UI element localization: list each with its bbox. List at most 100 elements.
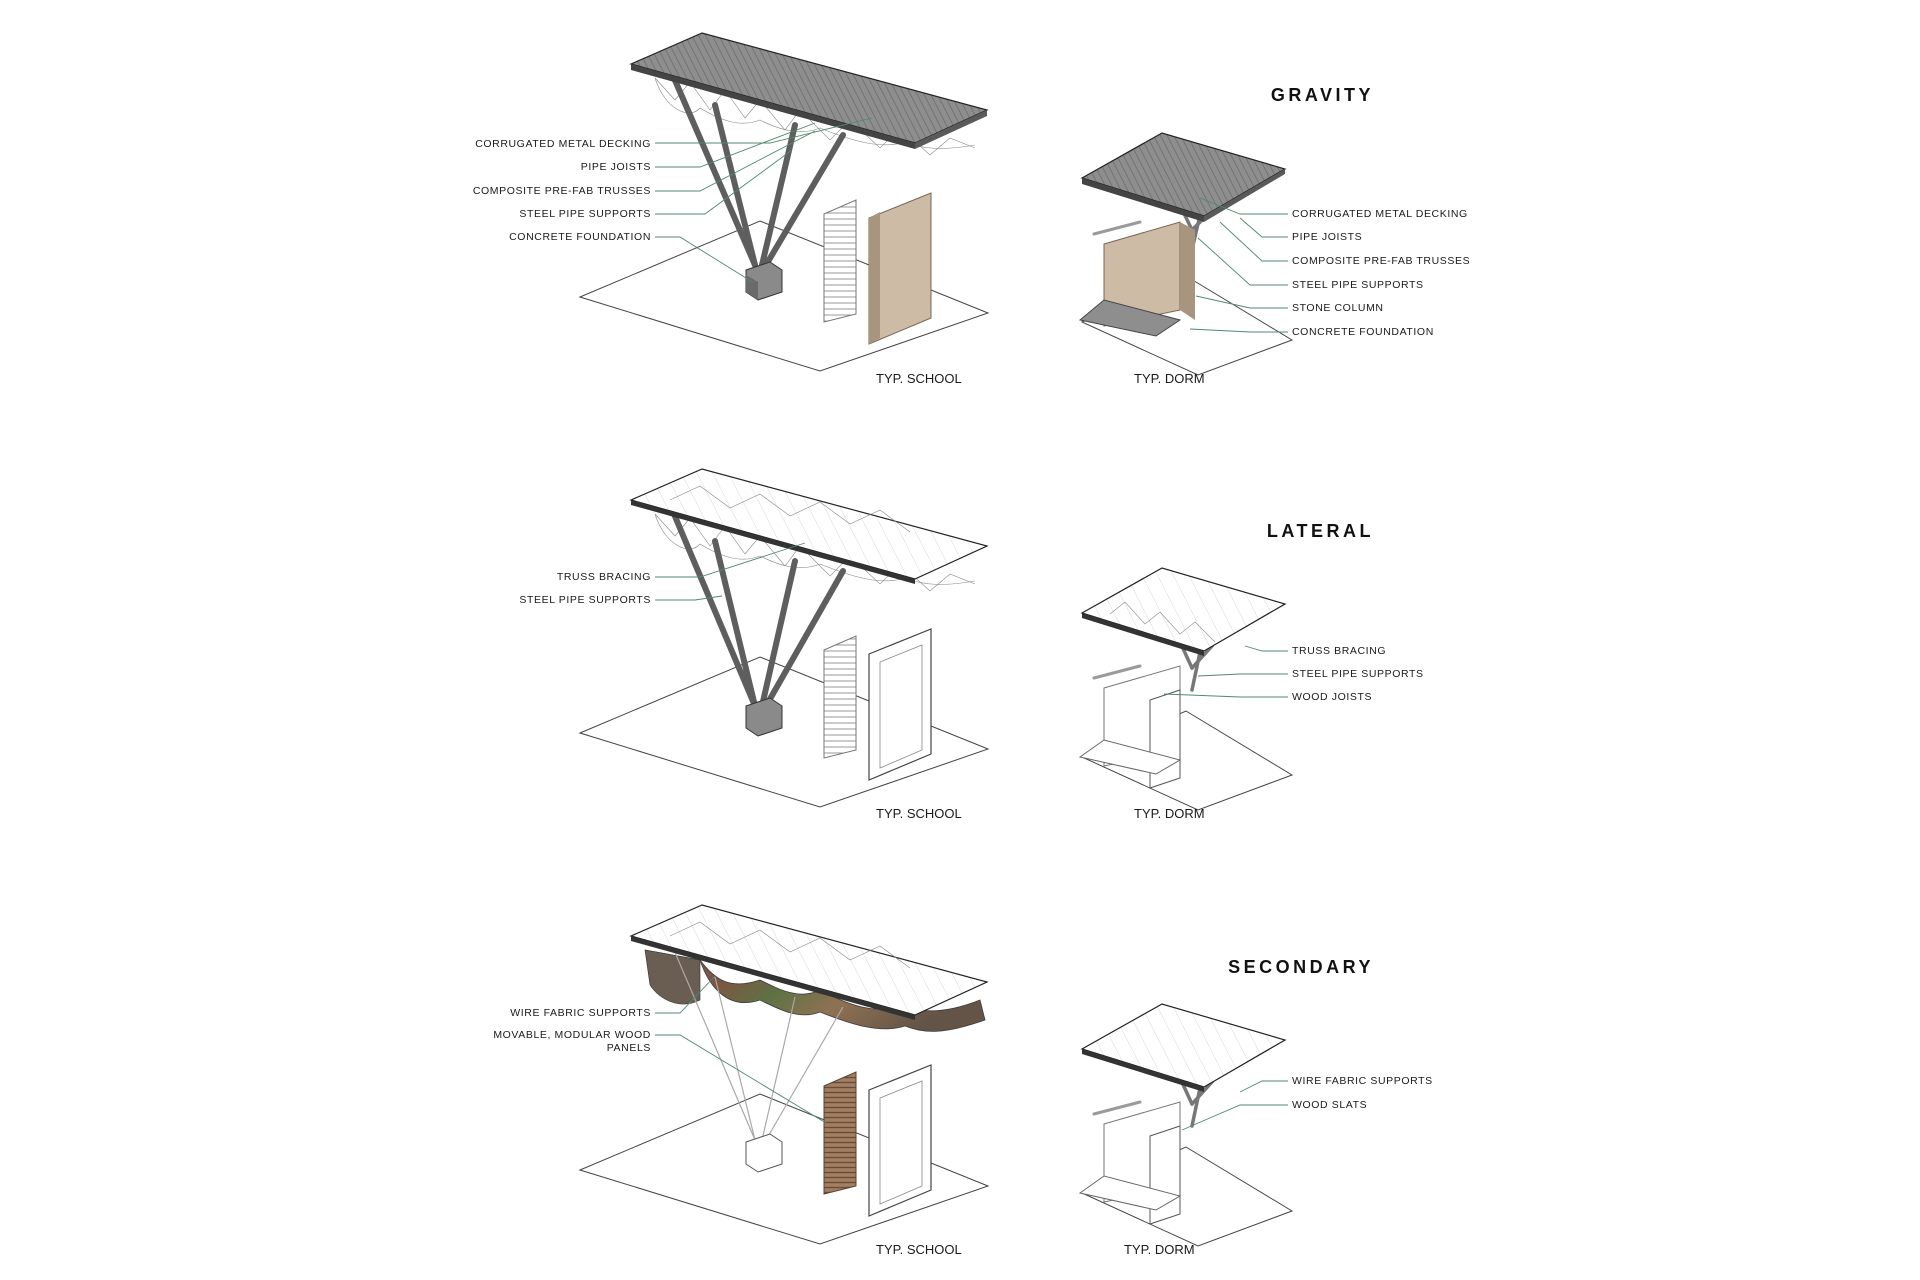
- lateral-dorm-diagram: TRUSS BRACING STEEL PIPE SUPPORTS WOOD J…: [1078, 567, 1424, 821]
- label-steel-pipe-supports: STEEL PIPE SUPPORTS: [519, 208, 651, 220]
- truss-bracing: [1109, 601, 1216, 643]
- label-panels: PANELS: [607, 1042, 651, 1054]
- gravity-section: GRAVITY: [473, 32, 1470, 386]
- wire-fabric-panel-end: [644, 949, 701, 1005]
- steel-pipe-support: [714, 976, 756, 1141]
- dorm-slab: [1078, 739, 1182, 775]
- leader-line: [1189, 328, 1288, 333]
- steel-pipe-support: [1190, 1086, 1202, 1128]
- steel-pipe-support: [712, 538, 758, 709]
- label-steel-pipe-supports: STEEL PIPE SUPPORTS: [1292, 668, 1424, 680]
- leader-line: [1197, 237, 1288, 286]
- door-opening: [879, 1080, 923, 1205]
- secondary-school-diagram: WIRE FABRIC SUPPORTS MOVABLE, MODULAR WO…: [493, 904, 990, 1257]
- steel-pipe-support: [1190, 1080, 1214, 1106]
- steel-pipe-support: [763, 132, 846, 268]
- stone-column-side: [1180, 222, 1195, 320]
- steel-pipe-support: [765, 1006, 844, 1141]
- caption-typ-school: TYP. SCHOOL: [876, 371, 962, 386]
- wood-slat: [1092, 1100, 1142, 1116]
- leader-line: [655, 236, 755, 284]
- steel-pipe-support: [673, 949, 756, 1141]
- ground-plane: [578, 1093, 990, 1245]
- concrete-foundation: [1078, 299, 1182, 337]
- label-corrugated-metal-decking: CORRUGATED METAL DECKING: [1292, 208, 1468, 220]
- steel-pipe-support: [671, 511, 758, 709]
- leader-line: [1199, 197, 1288, 215]
- steel-pipe-support: [1190, 650, 1202, 692]
- leader-line: [655, 595, 723, 601]
- gravity-dorm-diagram: CORRUGATED METAL DECKING PIPE JOISTS COM…: [1078, 132, 1470, 386]
- label-concrete-foundation: CONCRETE FOUNDATION: [1292, 326, 1434, 338]
- ground-plane: [578, 220, 990, 372]
- caption-typ-dorm: TYP. DORM: [1124, 1242, 1195, 1257]
- section-title-gravity: GRAVITY: [1271, 85, 1374, 105]
- steel-pipe-support: [1190, 644, 1214, 670]
- leader-line: [1163, 693, 1288, 698]
- roof-edge: [1082, 613, 1204, 656]
- label-wood-slats: WOOD SLATS: [1292, 1099, 1367, 1111]
- label-wire-fabric-supports: WIRE FABRIC SUPPORTS: [1292, 1075, 1433, 1087]
- secondary-dorm-diagram: WIRE FABRIC SUPPORTS WOOD SLATS TYP. DOR…: [1078, 1003, 1433, 1257]
- leader-line: [1239, 217, 1288, 238]
- concrete-foundation: [745, 1133, 783, 1173]
- label-wood-joists: WOOD JOISTS: [1292, 691, 1372, 703]
- label-composite-trusses: COMPOSITE PRE-FAB TRUSSES: [473, 185, 651, 197]
- leader-line: [655, 130, 816, 192]
- label-corrugated-metal-decking: CORRUGATED METAL DECKING: [475, 138, 651, 150]
- steel-pipe-support: [761, 996, 796, 1141]
- label-stone-column: STONE COLUMN: [1292, 302, 1384, 314]
- dorm-slab: [1078, 1175, 1182, 1211]
- roof-edge: [631, 64, 915, 149]
- leader-line: [655, 542, 806, 578]
- leader-line: [655, 117, 873, 144]
- concrete-foundation-face: [746, 275, 758, 300]
- stone-wall-side: [869, 212, 880, 344]
- label-movable-modular-wood: MOVABLE, MODULAR WOOD: [493, 1029, 651, 1041]
- label-concrete-foundation: CONCRETE FOUNDATION: [509, 231, 651, 243]
- steel-pipe-support: [712, 102, 758, 268]
- roof-edge: [631, 936, 915, 1020]
- louvered-screen: [823, 199, 857, 323]
- label-truss-bracing: TRUSS BRACING: [1292, 645, 1386, 657]
- label-composite-trusses: COMPOSITE PRE-FAB TRUSSES: [1292, 255, 1470, 267]
- label-pipe-joists: PIPE JOISTS: [1292, 231, 1362, 243]
- truss-top: [669, 921, 911, 969]
- steel-pipe-support: [759, 558, 798, 709]
- leader-line: [1195, 295, 1288, 309]
- steel-pipe-support: [763, 568, 846, 709]
- leader-line: [1219, 221, 1288, 262]
- caption-typ-dorm: TYP. DORM: [1134, 371, 1205, 386]
- leader-line: [1181, 1104, 1288, 1131]
- leader-line: [655, 975, 716, 1014]
- section-title-secondary: SECONDARY: [1228, 957, 1374, 977]
- secondary-section: SECONDARY WIRE FABRIC SUPPORTS MOVABLE, …: [493, 904, 1433, 1257]
- lateral-section: LATERAL TRUSS BRACING STEEL PIPE SUPPORT…: [519, 468, 1424, 821]
- caption-typ-school: TYP. SCHOOL: [876, 806, 962, 821]
- lateral-school-diagram: TRUSS BRACING STEEL PIPE SUPPORTS TYP. S…: [519, 468, 990, 821]
- louvered-screen: [823, 635, 857, 759]
- section-title-lateral: LATERAL: [1267, 521, 1374, 541]
- label-pipe-joists: PIPE JOISTS: [581, 161, 651, 173]
- truss-bracing-top: [669, 485, 911, 533]
- corrugated-metal-roof: [629, 32, 989, 144]
- steel-pipe-support: [671, 75, 758, 268]
- leader-line: [1239, 1080, 1288, 1093]
- leader-line: [655, 122, 816, 168]
- label-steel-pipe-supports: STEEL PIPE SUPPORTS: [1292, 279, 1424, 291]
- roof-edge: [1082, 178, 1204, 222]
- roof-deck: [1080, 567, 1287, 652]
- concrete-foundation: [745, 697, 783, 737]
- label-steel-pipe-supports: STEEL PIPE SUPPORTS: [519, 594, 651, 606]
- label-truss-bracing: TRUSS BRACING: [557, 571, 651, 583]
- caption-typ-school: TYP. SCHOOL: [876, 1242, 962, 1257]
- gravity-school-diagram: CORRUGATED METAL DECKING PIPE JOISTS COM…: [473, 32, 990, 386]
- roof-deck: [1080, 1003, 1287, 1088]
- caption-typ-dorm: TYP. DORM: [1134, 806, 1205, 821]
- leader-line: [1244, 645, 1288, 652]
- leader-line: [655, 1034, 827, 1124]
- roof-deck: [629, 468, 989, 580]
- movable-wood-panel: [823, 1071, 857, 1195]
- steel-pipe-support: [759, 122, 798, 268]
